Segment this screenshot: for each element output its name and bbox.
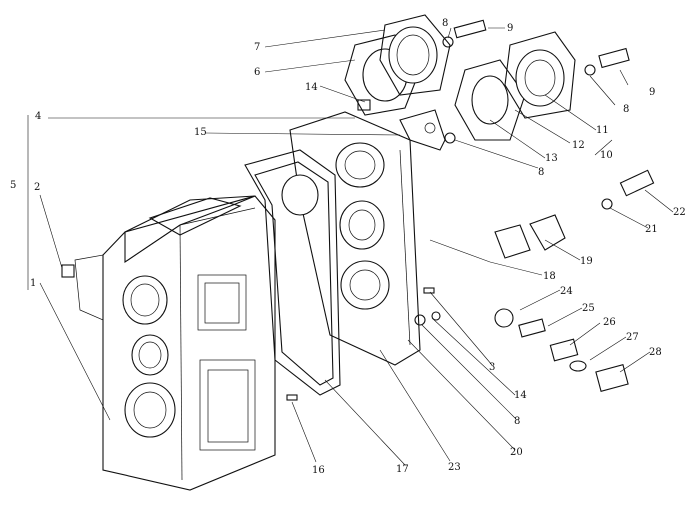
callout-14b: 14: [514, 390, 527, 401]
callout-7: 7: [254, 42, 260, 53]
callout-2: 2: [34, 182, 40, 193]
callout-11: 11: [596, 125, 609, 136]
callout-6: 6: [254, 67, 260, 78]
callout-3: 3: [489, 362, 495, 373]
bracket-15: [399, 109, 446, 151]
callout-15: 15: [194, 127, 207, 138]
callout-21: 21: [645, 224, 658, 235]
callout-10: 10: [600, 150, 613, 161]
callout-18: 18: [543, 271, 556, 282]
callout-17: 17: [396, 464, 409, 475]
callout-5: 5: [10, 180, 16, 191]
callout-8c: 8: [538, 167, 544, 178]
callout-22: 22: [673, 207, 686, 218]
callout-1: 1: [30, 278, 36, 289]
callout-4: 4: [35, 111, 41, 122]
callout-27: 27: [626, 332, 639, 343]
callout-12: 12: [572, 140, 585, 151]
callout-19: 19: [580, 256, 593, 267]
bearing-cover: [379, 14, 451, 96]
intermediate-plate: [281, 111, 421, 366]
leader-lines: [27, 27, 674, 466]
cover-plate-13: [454, 59, 526, 141]
callout-14a: 14: [305, 82, 318, 93]
callout-8b: 8: [623, 104, 629, 115]
bearing-housing-11: [504, 31, 576, 119]
callout-9a: 9: [507, 23, 513, 34]
gearbox-housing: [74, 195, 276, 491]
callout-8a: 8: [442, 18, 448, 29]
callout-9b: 9: [649, 87, 655, 98]
callout-16: 16: [312, 465, 325, 476]
callout-numbers: 1 2 3 4 5 6 7 8 8 8 8 9 9 10 11 12 13 14…: [10, 18, 686, 476]
callout-24: 24: [560, 286, 573, 297]
callout-20: 20: [510, 447, 523, 458]
callout-28: 28: [649, 347, 662, 358]
bolts-washers: [61, 19, 655, 401]
callout-13: 13: [545, 153, 558, 164]
callout-8d: 8: [514, 416, 520, 427]
callout-23: 23: [448, 462, 461, 473]
callout-25: 25: [582, 303, 595, 314]
callout-26: 26: [603, 317, 616, 328]
